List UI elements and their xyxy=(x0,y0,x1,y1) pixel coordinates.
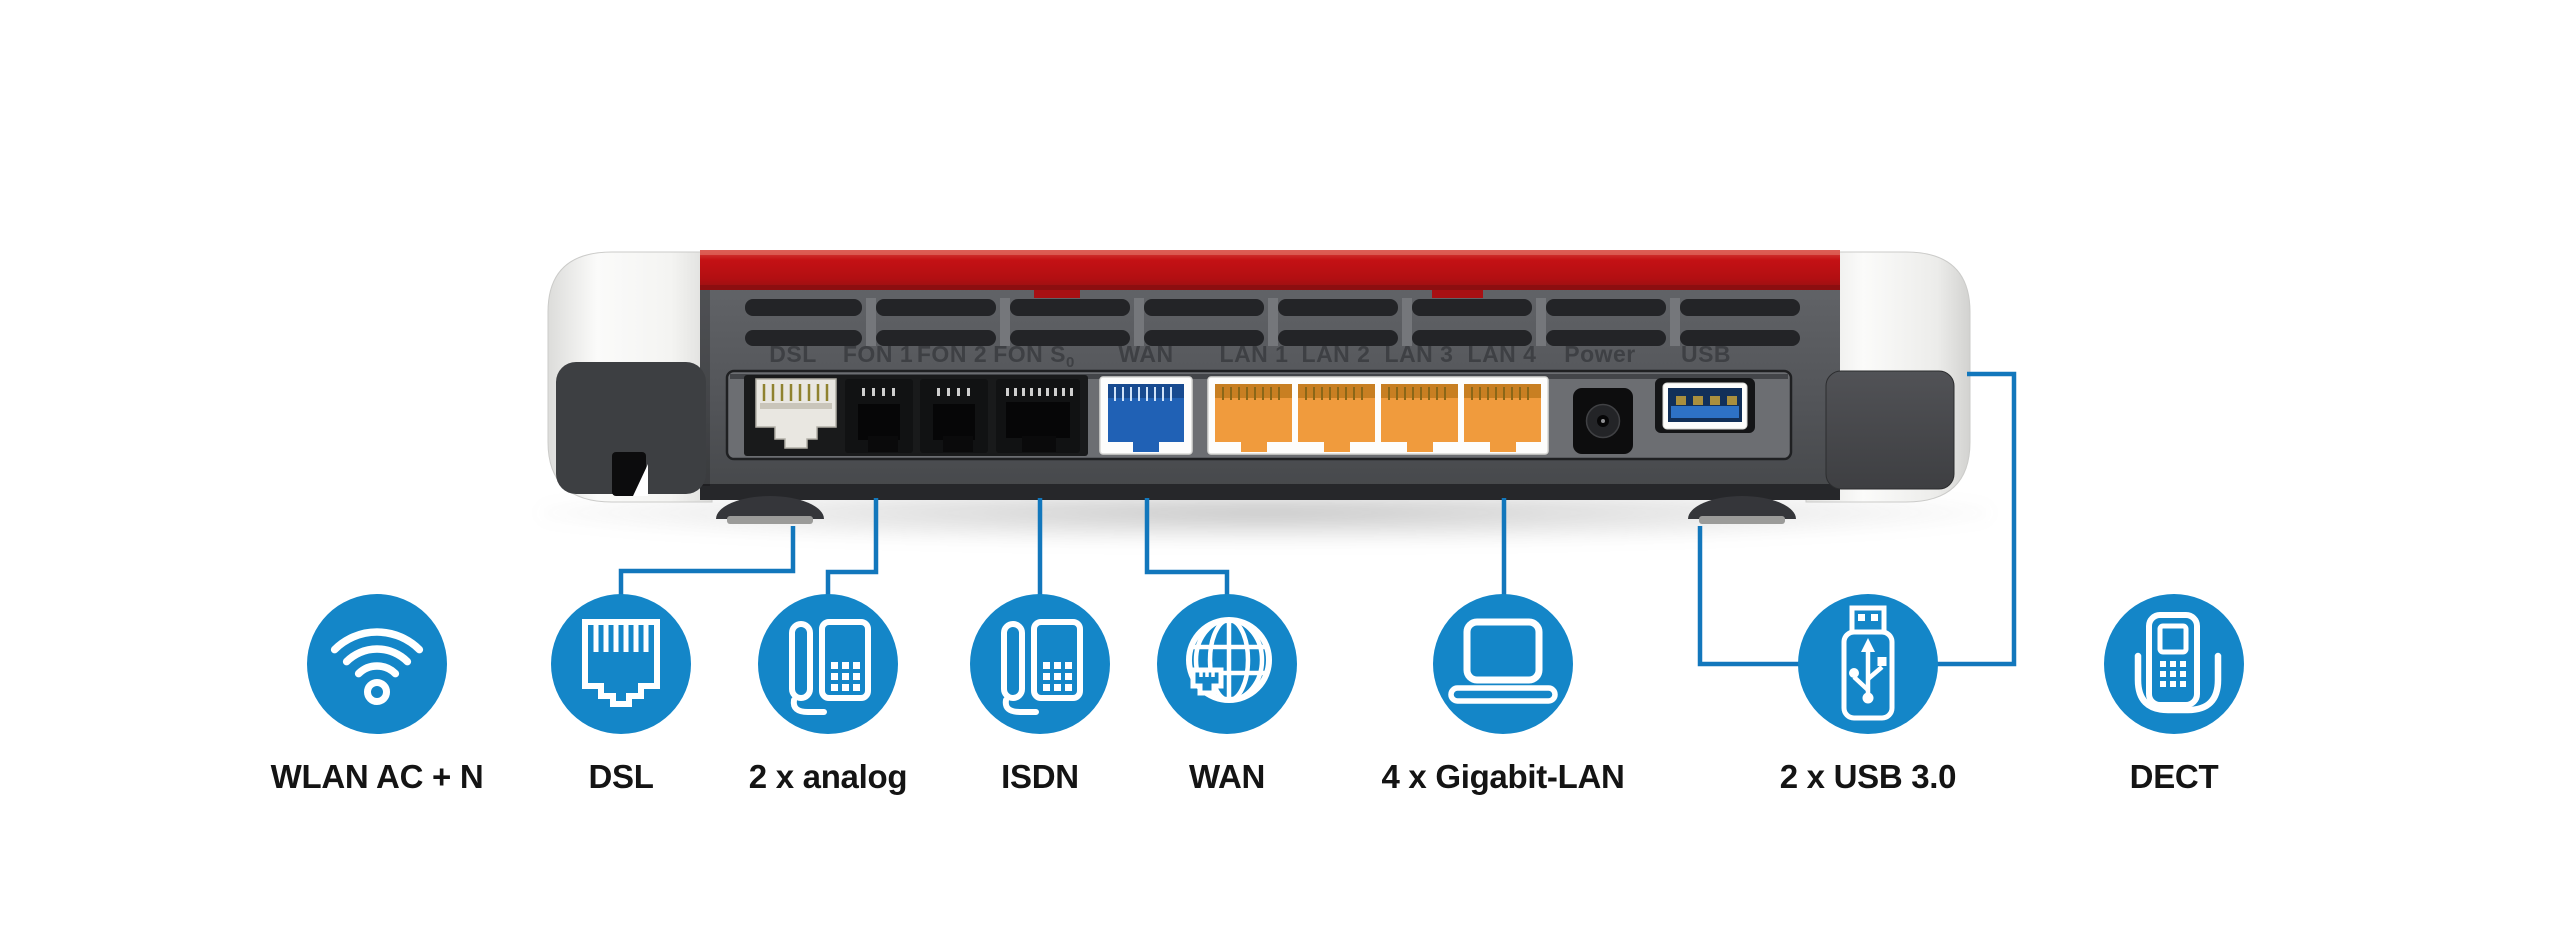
feature-wlan: WLAN AC + N xyxy=(271,594,484,795)
dsl-circle xyxy=(551,594,691,734)
feature-gigabit-lan: 4 x Gigabit-LAN xyxy=(1381,594,1625,795)
isdn-circle xyxy=(970,594,1110,734)
side-usb-flap xyxy=(1825,370,1955,490)
lan2-port xyxy=(1298,384,1375,452)
usb-circle xyxy=(1798,594,1938,734)
feature-label-wlan: WLAN AC + N xyxy=(270,758,484,795)
port-label-wan: WAN xyxy=(1118,341,1173,367)
fon2-port xyxy=(920,379,988,453)
wan-circle xyxy=(1157,594,1297,734)
globe-icon xyxy=(1186,617,1272,703)
feature-label-usb: 2 x USB 3.0 xyxy=(1779,758,1957,795)
port-label-row: DSL FON 1 FON 2 FON S0 WAN LAN 1 LAN 2 L… xyxy=(769,341,1731,371)
connector-usb-side xyxy=(1936,371,2017,667)
lan3-port xyxy=(1381,384,1458,452)
power-jack xyxy=(1573,388,1633,454)
feature-dect: DECT xyxy=(2104,594,2244,795)
feature-dsl: DSL xyxy=(551,594,691,795)
wlan-circle xyxy=(307,594,447,734)
analog-circle xyxy=(758,594,898,734)
red-top-band xyxy=(700,250,1840,298)
feature-label-analog: 2 x analog xyxy=(748,758,908,795)
feature-label-wan: WAN xyxy=(1188,758,1266,795)
lan-port-block xyxy=(1207,376,1549,455)
router-feet xyxy=(716,496,1796,524)
dsl-port xyxy=(755,378,837,449)
connector-wan xyxy=(1144,498,1230,598)
feature-label-dsl: DSL xyxy=(588,758,654,795)
feature-isdn: ISDN xyxy=(970,594,1110,795)
port-label-lan1: LAN 1 xyxy=(1220,341,1289,367)
lan4-port xyxy=(1464,384,1541,452)
port-label-lan2: LAN 2 xyxy=(1302,341,1371,367)
gigabit-lan-circle xyxy=(1433,594,1573,734)
laptop-icon xyxy=(1448,618,1558,704)
usb-port xyxy=(1655,378,1755,433)
vent-grille xyxy=(745,298,1800,346)
body-bottom-edge xyxy=(700,484,1840,500)
wan-port xyxy=(1099,376,1193,455)
fon-s0-port xyxy=(996,379,1080,453)
port-label-lan3: LAN 3 xyxy=(1385,341,1454,367)
port-label-fon2: FON 2 xyxy=(917,341,987,367)
router-rear-view: DSL FON 1 FON 2 FON S0 WAN LAN 1 LAN 2 L… xyxy=(547,250,1971,524)
feature-wan: WAN xyxy=(1157,594,1297,795)
feature-analog: 2 x analog xyxy=(749,594,908,795)
fon1-port xyxy=(845,379,913,453)
feature-usb: 2 x USB 3.0 xyxy=(1780,594,1957,795)
connector-analog xyxy=(825,498,879,598)
lan1-port xyxy=(1215,384,1292,452)
feature-label-dect: DECT xyxy=(2129,758,2219,795)
isdn-phone-icon xyxy=(1001,619,1083,715)
wifi-icon xyxy=(330,628,424,705)
dect-handset-icon xyxy=(2134,612,2222,714)
kickstand-notch xyxy=(612,452,648,496)
connector-usb-rear xyxy=(1697,526,1802,667)
port-label-usb: USB xyxy=(1681,341,1731,367)
port-label-fon1: FON 1 xyxy=(843,341,913,367)
port-label-lan4: LAN 4 xyxy=(1468,341,1537,367)
usb-stick-icon xyxy=(1841,605,1895,721)
port-label-power: Power xyxy=(1564,341,1636,367)
analog-phone-icon xyxy=(789,619,871,715)
rj45-jack-icon xyxy=(582,619,660,707)
feature-label-gigabit-lan: 4 x Gigabit-LAN xyxy=(1381,758,1625,795)
port-label-dsl: DSL xyxy=(769,341,817,367)
connector-dsl xyxy=(618,526,796,598)
dect-circle xyxy=(2104,594,2244,734)
feature-label-isdn: ISDN xyxy=(1001,758,1079,795)
left-side-face xyxy=(556,362,706,494)
port-label-fon-s0: FON S0 xyxy=(993,341,1075,371)
